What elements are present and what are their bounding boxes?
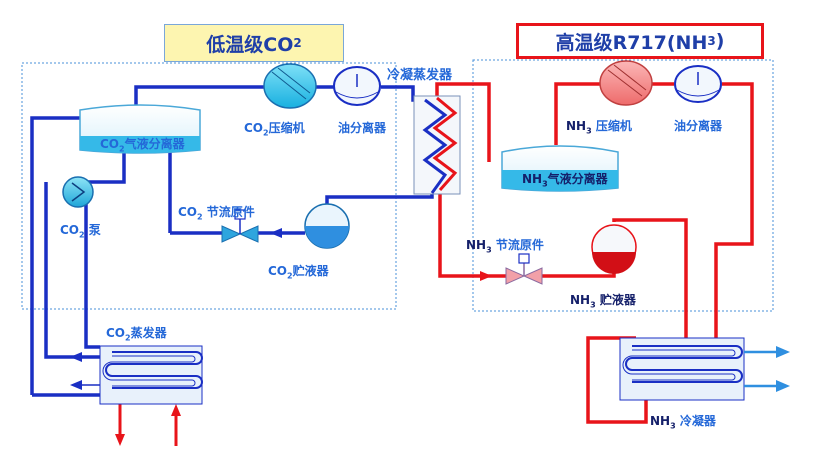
- co2-compressor-label: CO2压缩机: [244, 121, 305, 138]
- nh3-oil-separator: [674, 65, 722, 103]
- cascade-condenser: [413, 95, 461, 195]
- co2-evaporator-label: CO2蒸发器: [106, 326, 167, 343]
- co2-pump: [62, 176, 94, 208]
- co2-separator-vessel: [79, 104, 201, 154]
- cooling-water-arrows: [744, 346, 790, 392]
- co2-separator-label: CO2气液分离器: [100, 137, 185, 154]
- co2-evaporator: [99, 345, 203, 405]
- co2-pipes: [30, 85, 434, 397]
- evaporator-load-arrows: [115, 404, 181, 446]
- co2-receiver: [304, 203, 350, 249]
- co2-throttle-label: CO2 节流原件: [178, 205, 255, 222]
- nh3-compressor-label: NH3 压缩机: [566, 119, 632, 136]
- cascade-condenser-label: 冷凝蒸发器: [387, 68, 453, 83]
- co2-compressor: [263, 63, 317, 109]
- co2-receiver-label: CO2贮液器: [268, 264, 329, 281]
- nh3-condenser: [619, 337, 745, 401]
- co2-pump-label: CO2 泵: [60, 223, 101, 240]
- nh3-receiver-label: NH3 贮液器: [570, 293, 636, 310]
- nh3-flow-arrows: [480, 271, 492, 281]
- low-stage-boundary: [21, 62, 397, 310]
- nh3-oil-separator-label: 油分离器: [674, 119, 723, 133]
- nh3-throttle-label: NH3 节流原件: [466, 238, 544, 255]
- co2-oil-separator-label: 油分离器: [338, 121, 387, 135]
- co2-flow-arrows: [70, 228, 282, 390]
- nh3-condenser-label: NH3 冷凝器: [650, 414, 716, 431]
- nh3-throttle-valve: [505, 253, 543, 285]
- high-stage-boundary: [472, 59, 774, 312]
- co2-throttle-valve: [221, 209, 259, 243]
- nh3-separator-label: NH3气液分离器: [522, 172, 608, 189]
- nh3-receiver: [591, 224, 637, 274]
- nh3-separator-vessel: [501, 145, 619, 192]
- nh3-compressor: [599, 60, 653, 106]
- co2-oil-separator: [333, 66, 381, 106]
